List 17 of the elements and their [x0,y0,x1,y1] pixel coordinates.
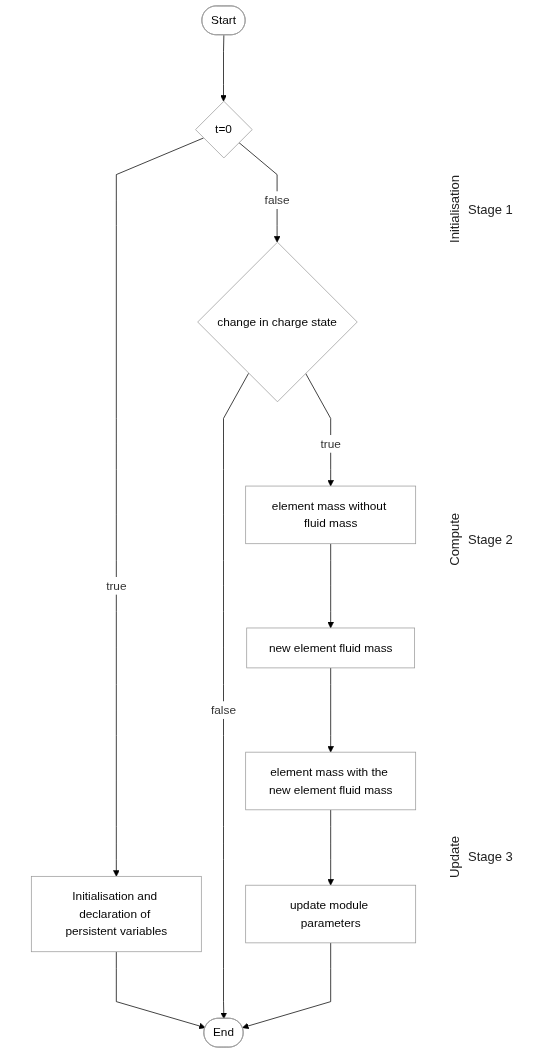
edge-label: true [106,579,127,592]
node-box: element mass without fluid mass [245,485,417,545]
node-diamond: change in charge state [197,241,358,403]
edge-label: false [211,703,236,716]
stage-label: Stage 3 [468,849,513,865]
node-box: update module parameters [245,884,417,944]
edge-label: false [264,193,290,206]
node-box: new element fluid mass [246,627,415,669]
node-box: Initialisation and declaration of persistent variables [30,875,202,953]
edge-label: true [320,437,341,450]
stage-label: Stage 1 [468,201,513,217]
node-diamond: t=0 [195,100,253,159]
stage-label: Stage 2 [468,532,513,547]
stage-name: Initialisation [447,175,462,243]
stage-name: Update [447,836,462,878]
node-box: element mass with the new element fluid mass [245,751,417,811]
stage-name: Compute [447,513,462,566]
